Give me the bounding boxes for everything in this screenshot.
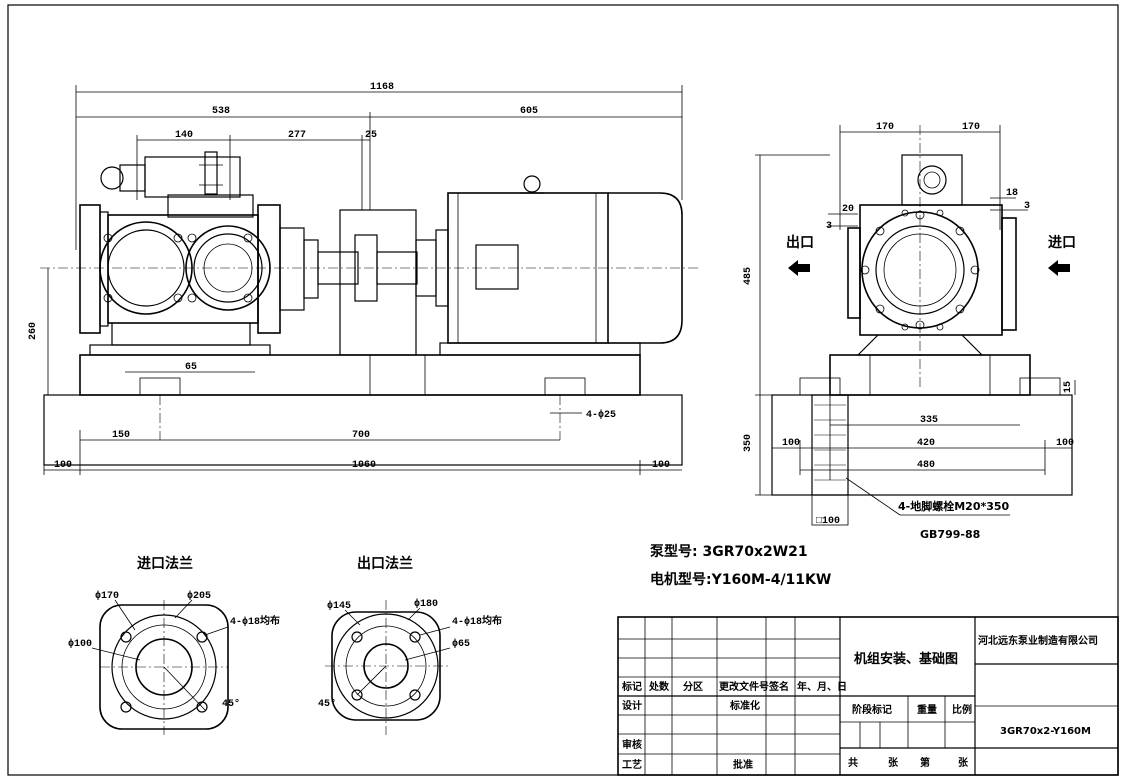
dim-420: 420 xyxy=(917,438,935,449)
anchor-bolt-label: 4-地脚螺栓M20*350 xyxy=(898,499,1010,513)
dim-side-170-left: 170 xyxy=(876,122,894,133)
tb-design: 设计 xyxy=(622,699,642,712)
dim-height-350: 350 xyxy=(743,434,754,452)
dim-3-right: 3 xyxy=(1024,201,1030,212)
dim-700: 700 xyxy=(352,430,370,441)
dim-100-side-left: 100 xyxy=(782,438,800,449)
dim-335: 335 xyxy=(920,415,938,426)
side-view: 170 170 20 3 18 3 xyxy=(743,122,1076,541)
dim-20: 20 xyxy=(842,204,854,215)
dim-100-side-right: 100 xyxy=(1056,438,1074,449)
tb-zone: 分区 xyxy=(683,680,703,693)
outlet-label: 出口 xyxy=(786,234,814,251)
tb-weight: 重量 xyxy=(917,703,937,716)
tb-change-doc: 更改文件号 xyxy=(719,680,769,693)
inlet-angle: 45° xyxy=(222,698,240,710)
outlet-holes: 4-ϕ18均布 xyxy=(452,614,502,628)
motor-model: 电机型号:Y160M-4/11KW xyxy=(650,571,831,588)
dim-150: 150 xyxy=(112,430,130,441)
front-view: 1168 538 605 140 277 25 xyxy=(28,82,700,475)
dim-1060: 1060 xyxy=(352,460,376,471)
inlet-holes: 4-ϕ18均布 xyxy=(230,614,280,628)
inlet-d205: ϕ205 xyxy=(187,590,211,602)
tb-stage-mark: 阶段标记 xyxy=(852,703,892,716)
tb-date: 年、月、日 xyxy=(797,680,847,693)
inlet-flange-view: 进口法兰 ϕ170 ϕ205 4-ϕ18均布 ϕ100 45° xyxy=(68,555,280,735)
dim-100-left: 100 xyxy=(54,460,72,471)
tb-standardize: 标准化 xyxy=(729,699,760,712)
dim-15: 15 xyxy=(1063,381,1074,393)
outlet-flange-title: 出口法兰 xyxy=(357,555,413,572)
inlet-d170: ϕ170 xyxy=(95,590,119,602)
dim-bolt-holes: 4-ϕ25 xyxy=(586,409,616,421)
tb-review: 审核 xyxy=(622,738,642,751)
tb-sheet-unit: 张 xyxy=(958,756,969,769)
dim-square-100: □100 xyxy=(816,516,840,527)
inlet-flange-title: 进口法兰 xyxy=(137,555,193,572)
dim-25: 25 xyxy=(365,130,377,141)
anchor-std-label: GB799-88 xyxy=(920,528,980,541)
dim-overall-length: 1168 xyxy=(370,82,394,93)
dim-3-left: 3 xyxy=(826,221,832,232)
dim-height-485: 485 xyxy=(743,267,754,285)
tb-mark: 标记 xyxy=(621,680,642,693)
outlet-d145: ϕ145 xyxy=(327,600,351,612)
dim-18: 18 xyxy=(1006,188,1018,199)
outlet-angle: 45° xyxy=(318,698,336,710)
dim-480: 480 xyxy=(917,460,935,471)
outlet-d180: ϕ180 xyxy=(414,598,438,610)
company-name: 河北远东泵业制造有限公司 xyxy=(978,634,1098,647)
dim-side-170-right: 170 xyxy=(962,122,980,133)
tb-sheets: 张 xyxy=(888,756,899,769)
tb-sign: 签名 xyxy=(768,680,789,693)
dim-motor-side: 605 xyxy=(520,106,538,117)
tb-total: 共 xyxy=(848,756,858,769)
dim-140: 140 xyxy=(175,130,193,141)
inlet-label: 进口 xyxy=(1048,235,1076,251)
outlet-flange-view: 出口法兰 ϕ145 ϕ180 4-ϕ18均布 ϕ65 45° xyxy=(318,555,502,735)
dim-100-right: 100 xyxy=(652,460,670,471)
inlet-d100: ϕ100 xyxy=(68,638,92,650)
outlet-arrow-icon xyxy=(788,260,810,276)
tb-sheet-no: 第 xyxy=(920,756,930,769)
tb-scale: 比例 xyxy=(952,703,972,716)
dim-65: 65 xyxy=(185,362,197,373)
drawing-number: 3GR70x2-Y160M xyxy=(1000,726,1091,737)
inlet-arrow-icon xyxy=(1048,260,1070,276)
sheet-border xyxy=(7,4,1119,776)
outlet-d65: ϕ65 xyxy=(452,638,470,650)
dim-height-260: 260 xyxy=(28,322,39,340)
tb-approve: 批准 xyxy=(733,758,753,771)
pump-model: 泵型号: 3GR70x2W21 xyxy=(650,543,808,560)
dim-pump-side: 538 xyxy=(212,106,230,117)
drawing-title: 机组安装、基础图 xyxy=(854,651,958,667)
dim-277: 277 xyxy=(288,130,306,141)
title-block: 机组安装、基础图 河北远东泵业制造有限公司 3GR70x2-Y160M 标记 处… xyxy=(617,616,1119,776)
tb-count: 处数 xyxy=(648,680,670,693)
tb-process: 工艺 xyxy=(622,758,642,771)
